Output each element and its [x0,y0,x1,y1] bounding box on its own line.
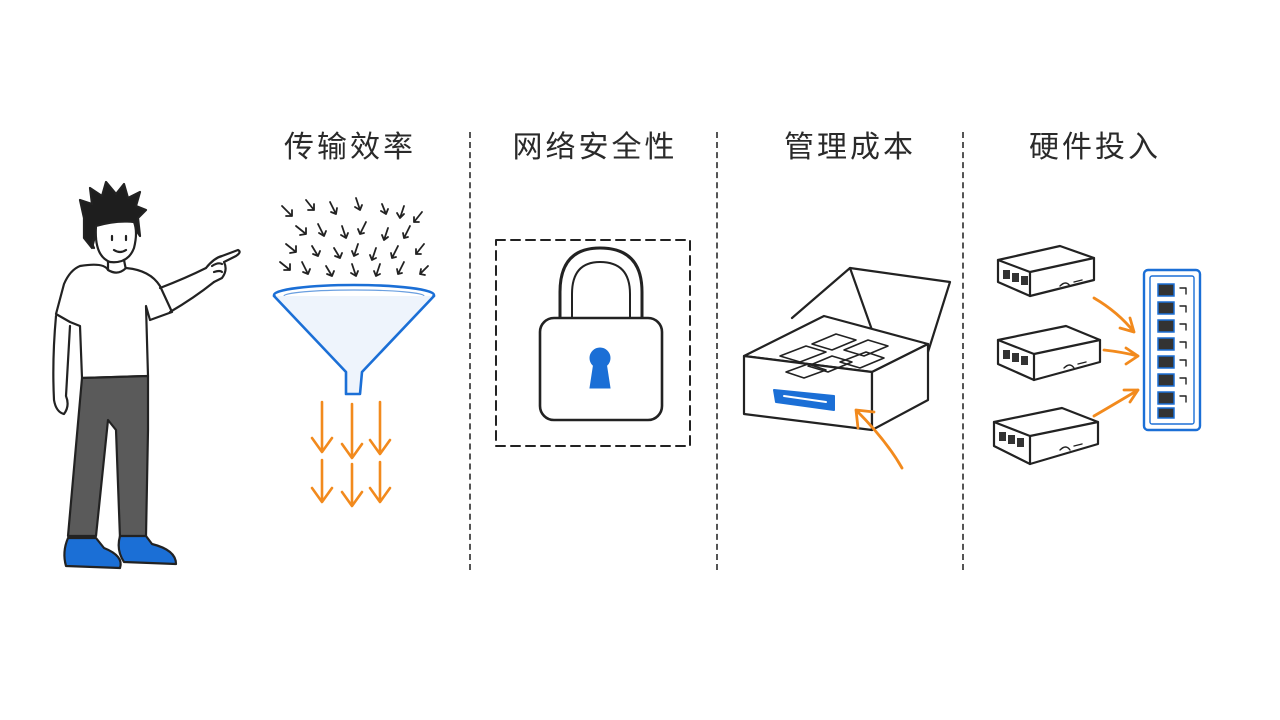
box-icon [742,266,952,470]
person-illustration [52,180,241,570]
panel-title-transmission: 传输效率 [284,130,416,165]
panel-title-management: 管理成本 [784,130,916,165]
panel-title-hardware: 硬件投入 [1029,130,1161,165]
server-switch-icon [992,244,1202,466]
server-unit-1 [996,244,1096,298]
panel-title-security: 网络安全性 [512,130,678,165]
divider-1 [469,132,471,570]
padlock-icon [495,239,691,447]
funnel-icon [272,197,436,508]
server-unit-3 [992,406,1100,466]
divider-3 [962,132,964,570]
server-unit-2 [996,324,1102,382]
divider-2 [716,132,718,570]
